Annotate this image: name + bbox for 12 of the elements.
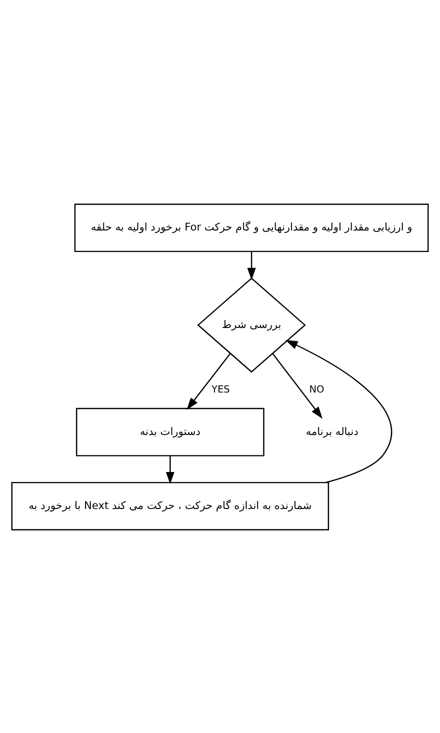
arrow <box>186 352 231 410</box>
arrow <box>166 455 174 484</box>
edge-label: YES <box>212 384 230 396</box>
arrow <box>285 339 392 483</box>
arrow <box>272 352 323 418</box>
edge-label: NO <box>309 384 324 396</box>
arrow <box>247 251 256 280</box>
node-box: با برخورد به Next شمارنده به اندازه گام حرکت ، حرکت می کند <box>11 481 330 530</box>
node-diamond: بررسی شرط <box>197 277 306 372</box>
node-box: برخورد اولیه به حلقه For و ارزیابی مقدار اولیه و مقدارنهایی و گام حرکت <box>74 203 429 252</box>
node-box: دستورات بدنه <box>76 407 264 456</box>
node-text: دنباله برنامه <box>306 425 358 438</box>
